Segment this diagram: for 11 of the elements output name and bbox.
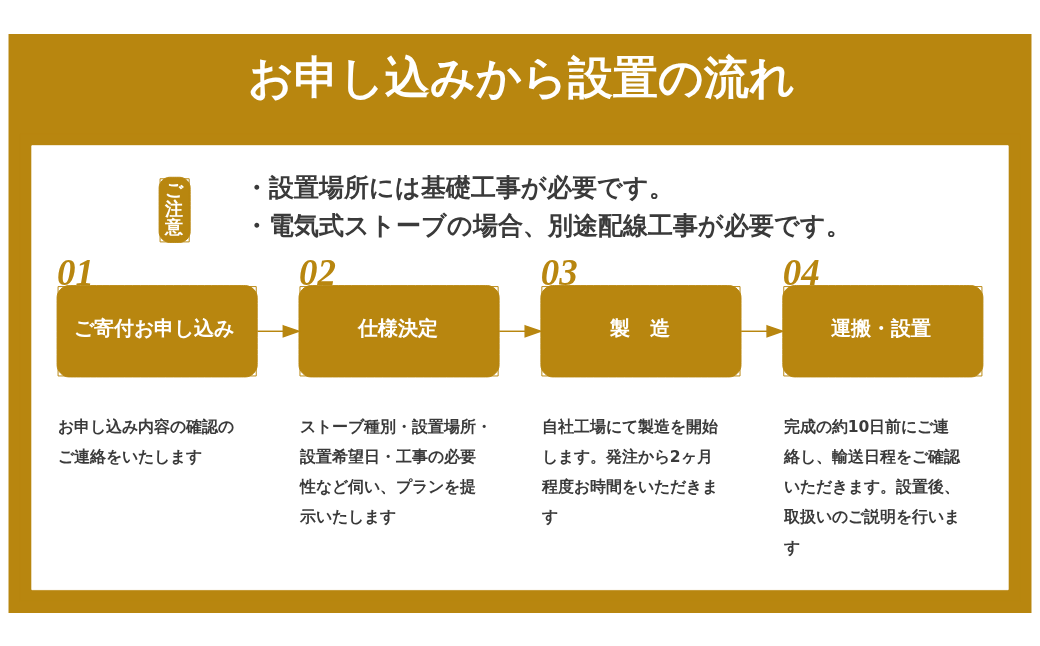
arrow bbox=[740, 324, 785, 338]
diagram-title: お申し込みから設置の流れ bbox=[247, 51, 795, 104]
node-label: 自社工場にて製造を開始します。発注から2ヶ月程度お時間をいただきます bbox=[541, 417, 718, 526]
node-label: ・電気式ストーブの場合、別途配線工事が必要です。 bbox=[243, 210, 851, 240]
arrow bbox=[498, 324, 543, 338]
cluster bbox=[31, 144, 1009, 590]
node-label: お申し込み内容の確認のご連絡をいたします bbox=[58, 417, 235, 466]
arrow bbox=[256, 324, 302, 338]
node-label: 完成の約10日前にご連絡し、輸送日程をご確認いただきます。設置後、取扱いのご説明を行います bbox=[783, 417, 960, 557]
node-label: ストーブ種別・設置場所・設置希望日・工事の必要性など伺い、プランを提示いたします bbox=[299, 417, 492, 526]
node-label: ・設置場所には基礎工事が必要です。 bbox=[243, 172, 674, 202]
